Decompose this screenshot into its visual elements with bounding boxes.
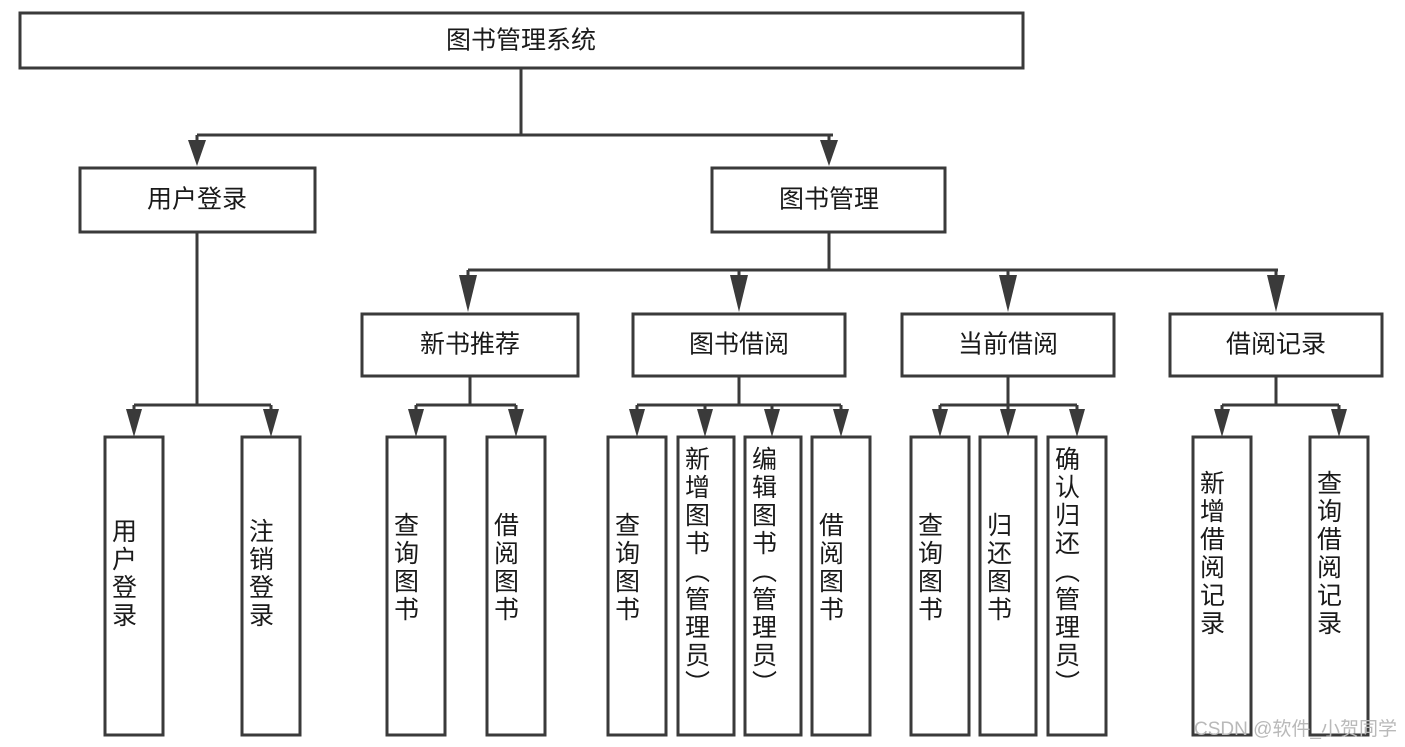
leaf-box-book-borrow-1[interactable] bbox=[606, 435, 668, 737]
root-box bbox=[18, 11, 1025, 70]
arrow-head-bookborrow-3 bbox=[764, 409, 780, 437]
root-label: 图书管理系统 bbox=[446, 27, 596, 55]
arrow-head-bookborrow-2 bbox=[697, 409, 713, 437]
book-borrow-label: 图书借阅 bbox=[689, 331, 789, 359]
node-book-borrow[interactable]: 图书借阅 bbox=[631, 312, 847, 378]
arrow-head-level1-2 bbox=[820, 140, 838, 166]
new-book-recommend-box bbox=[360, 312, 580, 378]
leaf-box-book-borrow-3[interactable] bbox=[743, 435, 803, 737]
leaf-box-current-borrow-2[interactable] bbox=[978, 435, 1038, 737]
connector-bookborrow-to-leaves bbox=[629, 376, 849, 437]
current-borrow-label: 当前借阅 bbox=[958, 331, 1058, 359]
leaf-box-user-login-1[interactable] bbox=[103, 435, 165, 737]
node-book-management[interactable]: 图书管理 bbox=[710, 166, 947, 234]
leaf-box-current-borrow-3[interactable] bbox=[1046, 435, 1108, 737]
arrow-head-borrowrecord-2 bbox=[1331, 409, 1347, 437]
leaf-box-borrow-record-2[interactable] bbox=[1308, 435, 1370, 737]
arrow-head-level2-4 bbox=[1267, 275, 1285, 312]
arrow-head-userlogin-2 bbox=[263, 409, 279, 437]
arrow-head-currentborrow-1 bbox=[932, 409, 948, 437]
arrow-head-level2-1 bbox=[459, 275, 477, 312]
borrow-record-label: 借阅记录 bbox=[1226, 331, 1326, 359]
new-book-recommend-label: 新书推荐 bbox=[420, 331, 520, 359]
connector-userlogin-to-leaves bbox=[126, 232, 279, 437]
arrow-head-currentborrow-2 bbox=[1000, 409, 1016, 437]
book-management-box bbox=[710, 166, 947, 234]
book-management-label: 图书管理 bbox=[779, 186, 879, 214]
node-root-system[interactable]: 图书管理系统 bbox=[18, 11, 1025, 70]
node-user-login[interactable]: 用户登录 bbox=[78, 166, 317, 234]
arrow-head-newbook-2 bbox=[508, 409, 524, 437]
connector-borrowrecord-to-leaves bbox=[1214, 376, 1347, 437]
arrow-head-userlogin-1 bbox=[126, 409, 142, 437]
node-current-borrow[interactable]: 当前借阅 bbox=[900, 312, 1116, 378]
leaf-box-book-borrow-4[interactable] bbox=[810, 435, 872, 737]
book-borrow-box bbox=[631, 312, 847, 378]
connector-root-to-level1 bbox=[188, 68, 838, 166]
user-login-label: 用户登录 bbox=[147, 186, 247, 214]
arrow-head-bookborrow-4 bbox=[833, 409, 849, 437]
leaf-box-user-login-2[interactable] bbox=[240, 435, 302, 737]
current-borrow-box bbox=[900, 312, 1116, 378]
connector-newbook-to-leaves bbox=[408, 376, 524, 437]
arrow-head-level2-2 bbox=[730, 275, 748, 312]
leaf-box-new-book-2[interactable] bbox=[485, 435, 547, 737]
arrow-head-borrowrecord-1 bbox=[1214, 409, 1230, 437]
node-borrow-record[interactable]: 借阅记录 bbox=[1168, 312, 1384, 378]
connector-currentborrow-to-leaves bbox=[932, 376, 1085, 437]
arrow-head-currentborrow-3 bbox=[1069, 409, 1085, 437]
arrow-head-level2-3 bbox=[999, 275, 1017, 312]
arrow-head-newbook-1 bbox=[408, 409, 424, 437]
leaf-box-borrow-record-1[interactable] bbox=[1191, 435, 1253, 737]
arrow-head-level1-1 bbox=[188, 140, 206, 166]
leaf-box-book-borrow-2[interactable] bbox=[676, 435, 736, 737]
leaf-box-current-borrow-1[interactable] bbox=[909, 435, 971, 737]
borrow-record-box bbox=[1168, 312, 1384, 378]
node-new-book-recommend[interactable]: 新书推荐 bbox=[360, 312, 580, 378]
connector-bookmgmt-to-level2 bbox=[459, 232, 1285, 312]
leaf-box-new-book-1[interactable] bbox=[385, 435, 447, 737]
arrow-head-bookborrow-1 bbox=[629, 409, 645, 437]
